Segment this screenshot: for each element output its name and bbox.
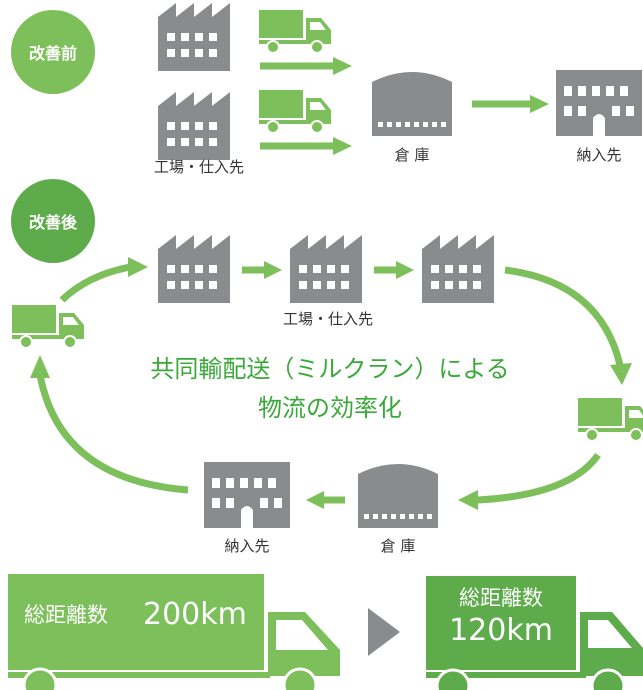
warehouse-label: 倉 庫	[381, 537, 416, 555]
before-badge	[11, 10, 95, 94]
after-section: 改善後 工場・仕入先 共同輸配送（ミルクラン）による 物流の効率化 納入先 倉	[11, 179, 643, 555]
truck-icon	[577, 397, 643, 442]
arrow-icon	[128, 257, 148, 277]
before-distance-value: 200km	[143, 597, 247, 632]
warehouse-label: 倉 庫	[395, 146, 430, 164]
truck-icon	[258, 89, 332, 134]
before-distance-truck: 総距離数 200km	[8, 574, 340, 690]
arrow-icon	[458, 490, 478, 510]
truck-icon	[258, 9, 332, 54]
factory-icon	[290, 235, 362, 303]
triangle-arrow-icon	[368, 608, 400, 656]
arrow-icon	[610, 363, 632, 385]
arrow-icon	[30, 355, 50, 378]
before-distance-label: 総距離数	[24, 603, 108, 627]
arrow-icon	[264, 261, 282, 279]
before-section: 改善前 工場・仕入先 倉 庫 納入先	[11, 3, 642, 176]
warehouse-icon	[372, 72, 452, 136]
customer-building-icon	[204, 462, 290, 528]
headline-line1: 共同輸配送（ミルクラン）による	[150, 355, 509, 383]
customer-label: 納入先	[224, 537, 269, 555]
customer-building-icon	[556, 70, 642, 136]
after-badge	[11, 179, 95, 263]
truck-icon	[11, 304, 85, 349]
factory-icon	[158, 3, 230, 71]
customer-label: 納入先	[576, 146, 621, 164]
factory-icon	[158, 92, 230, 160]
after-distance-label: 総距離数	[459, 586, 543, 610]
after-distance-truck: 総距離数 120km	[426, 576, 643, 690]
comparison-section: 総距離数 200km 総距離数 120km	[8, 574, 643, 690]
arrow-icon	[333, 137, 352, 155]
warehouse-icon	[358, 464, 438, 528]
arrow-icon	[333, 57, 352, 75]
factory-label: 工場・仕入先	[154, 158, 244, 176]
after-badge-text: 改善後	[29, 213, 78, 232]
arrow-icon	[306, 491, 324, 509]
factory-label: 工場・仕入先	[283, 310, 373, 328]
arrow-icon	[530, 95, 549, 113]
factory-icon	[422, 235, 494, 303]
arrow-icon	[396, 261, 414, 279]
factory-icon	[158, 235, 230, 303]
headline-line2: 物流の効率化	[258, 394, 402, 422]
after-distance-value: 120km	[449, 613, 553, 648]
before-badge-text: 改善前	[29, 44, 77, 63]
